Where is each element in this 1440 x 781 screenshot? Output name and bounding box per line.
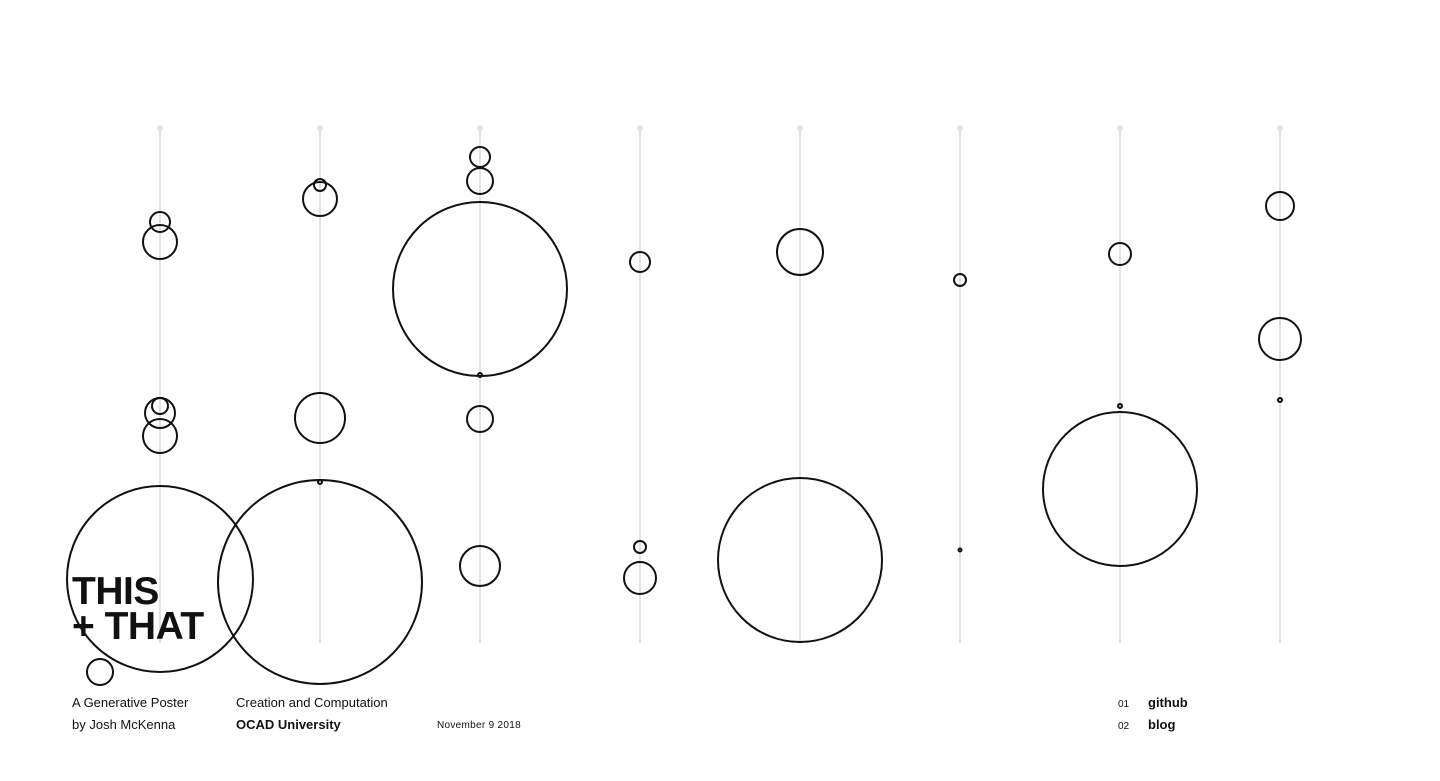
column-top-dot-3: [477, 125, 483, 131]
blog-link[interactable]: blog: [1148, 717, 1176, 732]
poster-title: THIS + THAT: [72, 570, 204, 648]
poster-circle-22: [776, 228, 824, 276]
poster-circle-16: [477, 372, 483, 378]
poster-circle-7: [86, 658, 114, 686]
poster-circle-25: [957, 547, 963, 553]
column-top-dot-2: [317, 125, 323, 131]
poster-circle-14: [466, 167, 494, 195]
poster-circle-8: [313, 178, 327, 192]
poster-circle-12: [217, 479, 423, 685]
poster-circle-28: [1042, 411, 1198, 567]
course-info: Creation and Computation OCAD University: [236, 692, 388, 736]
title-line-1: THIS: [72, 570, 159, 613]
poster-circle-30: [1258, 317, 1302, 361]
column-top-dot-5: [797, 125, 803, 131]
footer-links: 01 github 02 blog: [1118, 692, 1188, 736]
poster-circle-9: [302, 181, 338, 217]
poster-circle-23: [717, 477, 883, 643]
poster-circle-1: [149, 211, 171, 233]
poster-circle-4: [144, 397, 176, 429]
poster-subtitle: A Generative Poster by Josh McKenna: [72, 692, 188, 736]
column-top-dot-6: [957, 125, 963, 131]
poster-circle-19: [629, 251, 651, 273]
poster-circle-26: [1108, 242, 1132, 266]
column-top-dot-7: [1117, 125, 1123, 131]
poster-circle-6: [66, 485, 254, 673]
link-number: 02: [1118, 721, 1130, 732]
poster-circle-18: [459, 545, 501, 587]
column-top-dot-1: [157, 125, 163, 131]
poster-circle-31: [1277, 397, 1283, 403]
subtitle-line-2: by Josh McKenna: [72, 717, 176, 732]
poster-circle-17: [466, 405, 494, 433]
column-top-dot-4: [637, 125, 643, 131]
poster-circle-5: [142, 418, 178, 454]
poster-circle-10: [294, 392, 346, 444]
institution-name: OCAD University: [236, 717, 341, 732]
poster-circle-21: [623, 561, 657, 595]
poster-date: November 9 2018: [437, 720, 521, 731]
poster-circle-29: [1265, 191, 1295, 221]
poster-circle-20: [633, 540, 647, 554]
course-name: Creation and Computation: [236, 695, 388, 710]
subtitle-line-1: A Generative Poster: [72, 695, 189, 710]
poster-circle-24: [953, 273, 967, 287]
poster-circle-2: [142, 224, 178, 260]
github-link[interactable]: github: [1148, 695, 1188, 710]
link-row-blog: 02 blog: [1118, 714, 1188, 736]
link-row-github: 01 github: [1118, 692, 1188, 714]
poster-circle-27: [1117, 403, 1123, 409]
column-top-dot-8: [1277, 125, 1283, 131]
link-number: 01: [1118, 699, 1130, 710]
title-line-2: + THAT: [72, 605, 204, 648]
